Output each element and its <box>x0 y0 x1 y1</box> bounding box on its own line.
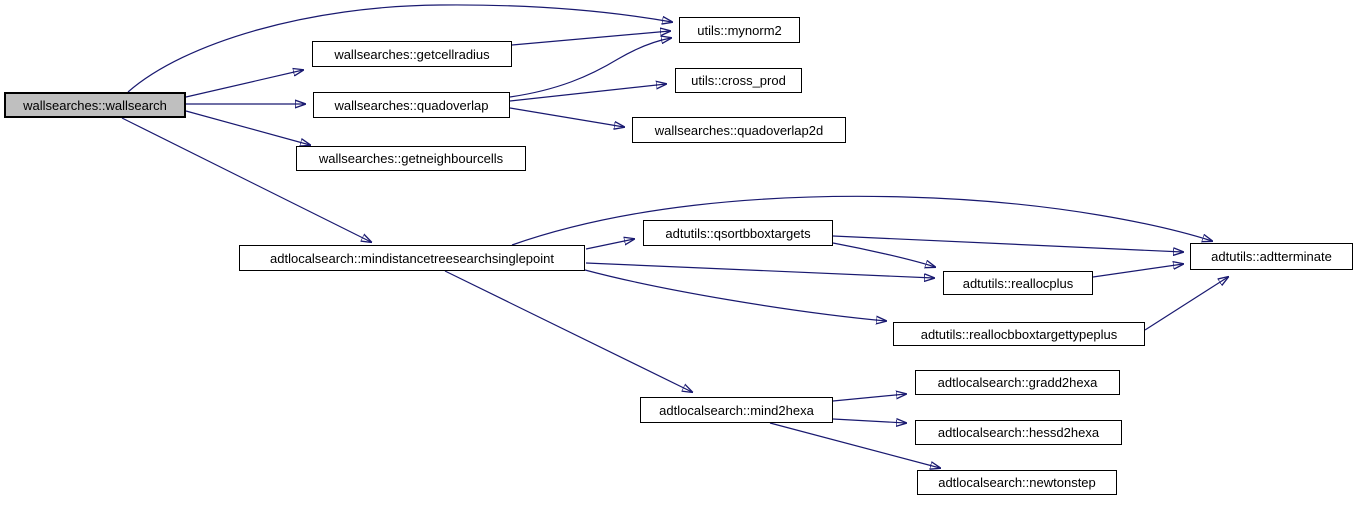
edge-wallsearch-to-getneighbourcells <box>185 110 310 145</box>
edge-mind2hexa-to-hessd2hexa <box>832 419 906 423</box>
edge-qsortbboxtargets-to-adtterminate <box>832 235 1183 252</box>
edge-qsortbboxtargets-to-reallocplus <box>832 242 935 267</box>
node-newtonstep[interactable]: adtlocalsearch::newtonstep <box>917 470 1117 495</box>
edge-reallocplus-to-adtterminate <box>1092 264 1183 278</box>
edge-getcellradius-to-mynorm2 <box>511 31 670 46</box>
node-getneighbourcells[interactable]: wallsearches::getneighbourcells <box>296 146 526 171</box>
node-quadoverlap[interactable]: wallsearches::quadoverlap <box>313 92 510 118</box>
node-getcellradius[interactable]: wallsearches::getcellradius <box>312 41 512 67</box>
edge-mind2hexa-to-gradd2hexa <box>832 394 906 402</box>
node-mind2hexa[interactable]: adtlocalsearch::mind2hexa <box>640 397 833 423</box>
edge-quadoverlap-to-cross_prod <box>509 84 666 102</box>
node-hessd2hexa[interactable]: adtlocalsearch::hessd2hexa <box>915 420 1122 445</box>
node-reallocplus[interactable]: adtutils::reallocplus <box>943 271 1093 295</box>
node-wallsearch[interactable]: wallsearches::wallsearch <box>4 92 186 118</box>
edge-quadoverlap-to-mynorm2 <box>509 38 671 98</box>
node-quadoverlap2d[interactable]: wallsearches::quadoverlap2d <box>632 117 846 143</box>
edge-mind2hexa-to-newtonstep <box>769 422 940 468</box>
node-qsortbboxtargets[interactable]: adtutils::qsortbboxtargets <box>643 220 833 246</box>
edge-mindistancetreesearchsinglepoint-to-reallocbboxtargettypeplus <box>584 269 886 321</box>
edge-mindistancetreesearchsinglepoint-to-qsortbboxtargets <box>585 239 634 250</box>
edge-quadoverlap-to-quadoverlap2d <box>509 107 624 127</box>
edge-mindistancetreesearchsinglepoint-to-adtterminate <box>511 195 1212 246</box>
node-mindistancetreesearchsinglepoint[interactable]: adtlocalsearch::mindistancetreesearchsin… <box>239 245 585 271</box>
node-reallocbboxtargettypeplus[interactable]: adtutils::reallocbboxtargettypeplus <box>893 322 1145 346</box>
node-mynorm2[interactable]: utils::mynorm2 <box>679 17 800 43</box>
edge-mindistancetreesearchsinglepoint-to-mind2hexa <box>444 270 692 392</box>
edge-wallsearch-to-getcellradius <box>185 70 303 98</box>
node-cross-prod[interactable]: utils::cross_prod <box>675 68 802 93</box>
node-gradd2hexa[interactable]: adtlocalsearch::gradd2hexa <box>915 370 1120 395</box>
edge-reallocbboxtargettypeplus-to-adtterminate <box>1144 277 1228 331</box>
edge-wallsearch-to-mynorm2 <box>127 4 672 93</box>
node-adtterminate[interactable]: adtutils::adtterminate <box>1190 243 1353 270</box>
edge-wallsearch-to-mindistancetreesearchsinglepoint <box>121 117 371 242</box>
edge-mindistancetreesearchsinglepoint-to-reallocplus <box>585 262 934 278</box>
